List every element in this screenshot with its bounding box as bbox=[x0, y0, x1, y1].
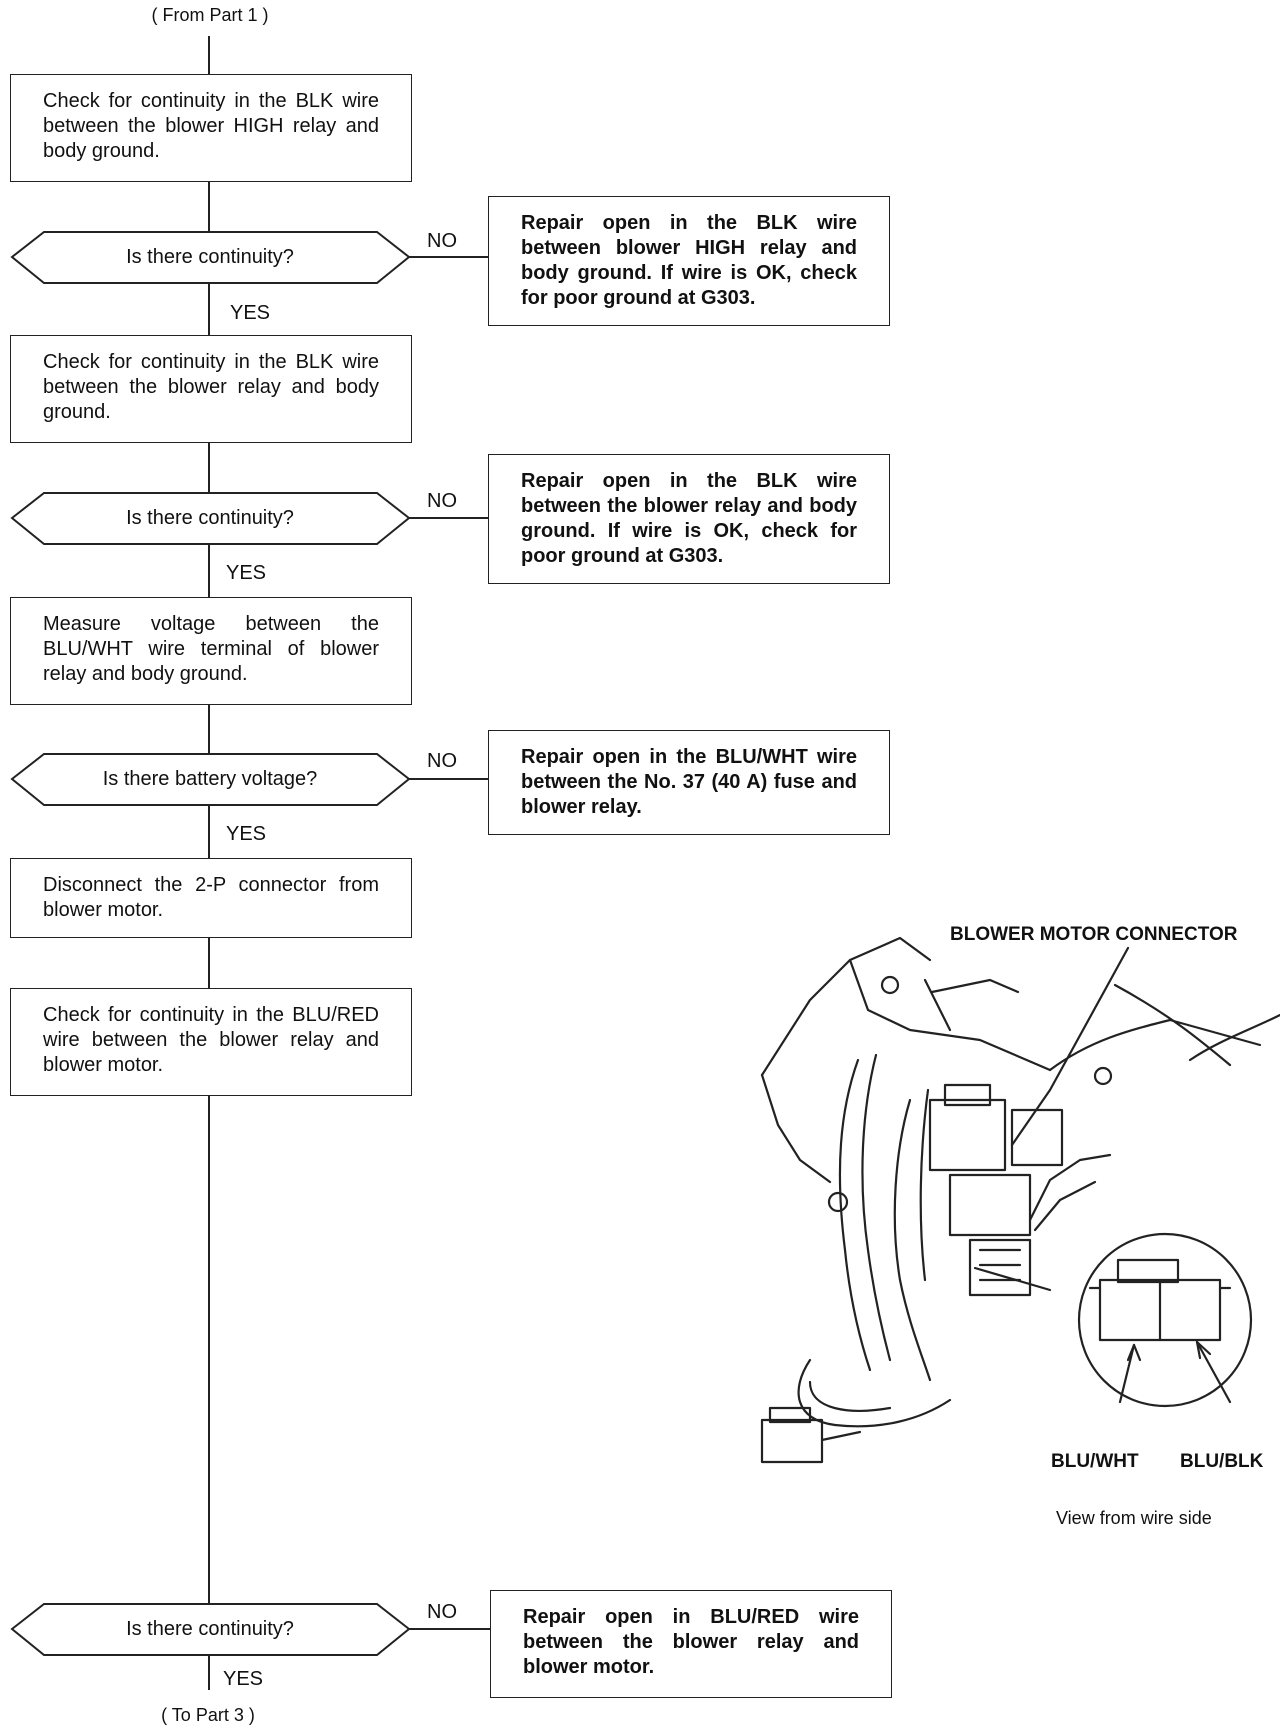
wire-harness bbox=[838, 1058, 872, 1372]
yes-label-2: YES bbox=[226, 562, 267, 584]
mating-connector bbox=[760, 1418, 824, 1464]
decision-text-3: Is there battery voltage? bbox=[102, 768, 318, 790]
housing-outline bbox=[760, 1073, 832, 1184]
decision-text-4: Is there continuity? bbox=[126, 1618, 294, 1640]
terminal-left-label: BLU/WHT bbox=[1051, 1451, 1139, 1472]
zoom-leader bbox=[973, 1266, 1052, 1292]
step-box-1: Check for continuity in the BLK wire bet… bbox=[10, 74, 412, 182]
repair-box-1: Repair open in the BLK wire between blow… bbox=[488, 196, 890, 326]
wire-harness bbox=[919, 1088, 930, 1282]
view-note-label: View from wire side bbox=[1056, 1508, 1212, 1528]
housing-outline bbox=[848, 958, 1052, 1072]
housing-edge bbox=[923, 978, 952, 1032]
step-box-5: Check for continuity in the BLU/RED wire… bbox=[10, 988, 412, 1096]
wire-harness bbox=[861, 1053, 892, 1362]
terminal-arrowhead-right bbox=[1195, 1340, 1212, 1360]
duct-outline bbox=[1188, 1013, 1280, 1062]
decision-shape bbox=[10, 1603, 411, 1656]
connector-face-latch bbox=[1116, 1258, 1180, 1284]
repair-box-2: Repair open in the BLK wire between the … bbox=[488, 454, 890, 584]
wire-harness bbox=[808, 1380, 892, 1412]
step-box-4: Disconnect the 2-P connector from blower… bbox=[10, 858, 412, 938]
mounting-bolt bbox=[827, 1191, 849, 1213]
to-part-label: ( To Part 3 ) bbox=[161, 1705, 255, 1725]
yes-label-3: YES bbox=[226, 823, 267, 845]
mounting-bolt bbox=[1093, 1066, 1113, 1086]
no-label-4: NO bbox=[427, 1601, 457, 1623]
repair-box-4: Repair open in BLU/RED wire between the … bbox=[490, 1590, 892, 1698]
mounting-bolt bbox=[880, 975, 900, 995]
callout-leader bbox=[1010, 946, 1130, 1147]
decision-shape bbox=[10, 231, 411, 284]
yes-label-4: YES bbox=[223, 1668, 264, 1690]
relay-block bbox=[928, 1098, 1007, 1172]
lead-wire bbox=[1033, 1180, 1097, 1232]
repair-box-3: Repair open in the BLU/WHT wire between … bbox=[488, 730, 890, 835]
from-part-label: ( From Part 1 ) bbox=[151, 5, 269, 25]
blower-motor-illustration bbox=[760, 936, 1280, 1464]
mating-lead bbox=[820, 1430, 862, 1442]
no-label-3: NO bbox=[427, 750, 457, 772]
housing-outline bbox=[760, 936, 932, 1077]
step-box-3: Measure voltage between the BLU/WHT wire… bbox=[10, 597, 412, 705]
wire-harness bbox=[893, 1098, 932, 1382]
relay-block bbox=[1010, 1108, 1064, 1167]
no-label-2: NO bbox=[427, 490, 457, 512]
housing-edge bbox=[930, 978, 1020, 994]
relay-tab bbox=[943, 1083, 992, 1107]
decision-shape bbox=[10, 753, 411, 806]
no-label-1: NO bbox=[427, 230, 457, 252]
step-box-2: Check for continuity in the BLK wire bet… bbox=[10, 335, 412, 443]
decision-text-1: Is there continuity? bbox=[126, 246, 294, 268]
terminal-arrow-right bbox=[1195, 1340, 1232, 1404]
terminal-right-label: BLU/BLK bbox=[1180, 1451, 1264, 1472]
duct-outline bbox=[1113, 983, 1232, 1067]
wire-harness bbox=[797, 1358, 952, 1428]
duct-outline bbox=[1048, 1018, 1262, 1072]
connector-body bbox=[948, 1173, 1032, 1237]
yes-label-1: YES bbox=[230, 302, 271, 324]
terminal-arrowhead-left bbox=[1126, 1343, 1142, 1362]
decision-text-2: Is there continuity? bbox=[126, 507, 294, 529]
decision-shape bbox=[10, 492, 411, 545]
terminal-arrow-left bbox=[1118, 1343, 1136, 1404]
mating-connector-latch bbox=[768, 1406, 812, 1424]
lead-wire bbox=[1028, 1153, 1112, 1222]
connector-plug bbox=[968, 1238, 1032, 1297]
connector-title-label: BLOWER MOTOR CONNECTOR bbox=[950, 924, 1238, 945]
